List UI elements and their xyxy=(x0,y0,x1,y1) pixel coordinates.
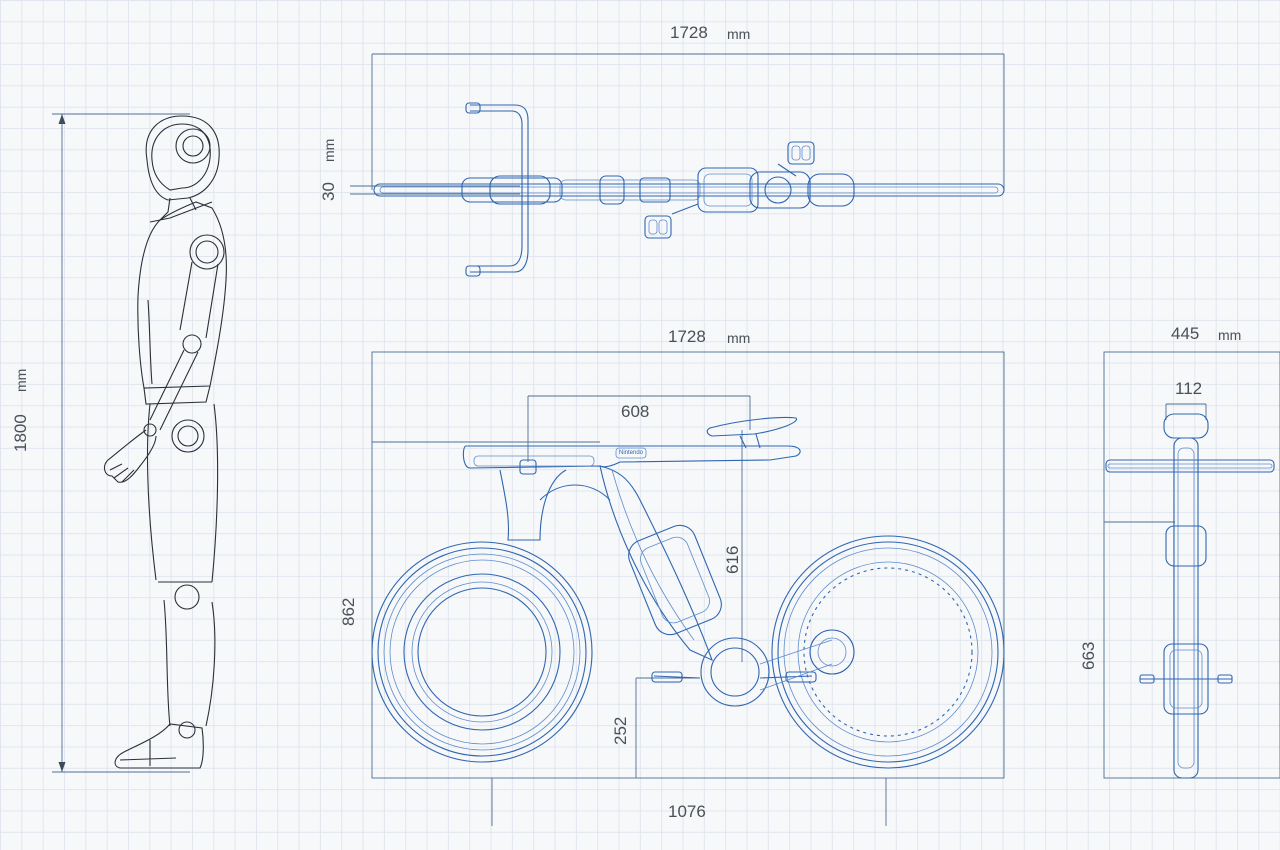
human-height-unit: mm xyxy=(13,368,29,392)
saddle-reach-label: 608 xyxy=(621,402,650,421)
front-view xyxy=(1103,351,1280,779)
top-view xyxy=(350,53,1005,277)
overall-height-label: 862 xyxy=(339,597,358,626)
front-width-label: 445 xyxy=(1171,324,1200,343)
top-length-label: 1728 xyxy=(670,23,708,42)
top-width-unit: mm xyxy=(321,138,337,162)
side-length-label: 1728 xyxy=(668,327,706,346)
front-width-unit: mm xyxy=(1218,327,1242,343)
front-height-label: 663 xyxy=(1079,641,1098,670)
top-length-unit: mm xyxy=(727,26,751,42)
side-length-unit: mm xyxy=(727,330,751,346)
human-height-label: 1800 xyxy=(11,414,30,452)
seat-width-label: 112 xyxy=(1175,379,1203,398)
top-width-label: 30 xyxy=(319,182,338,201)
wheelbase-label: 1076 xyxy=(668,802,706,821)
saddle-height-label: 616 xyxy=(723,545,742,574)
frame-logo-badge: Nintendo xyxy=(618,450,644,456)
crank-height-label: 252 xyxy=(611,716,630,745)
mannequin-figure xyxy=(52,113,227,773)
side-view xyxy=(371,351,1005,826)
